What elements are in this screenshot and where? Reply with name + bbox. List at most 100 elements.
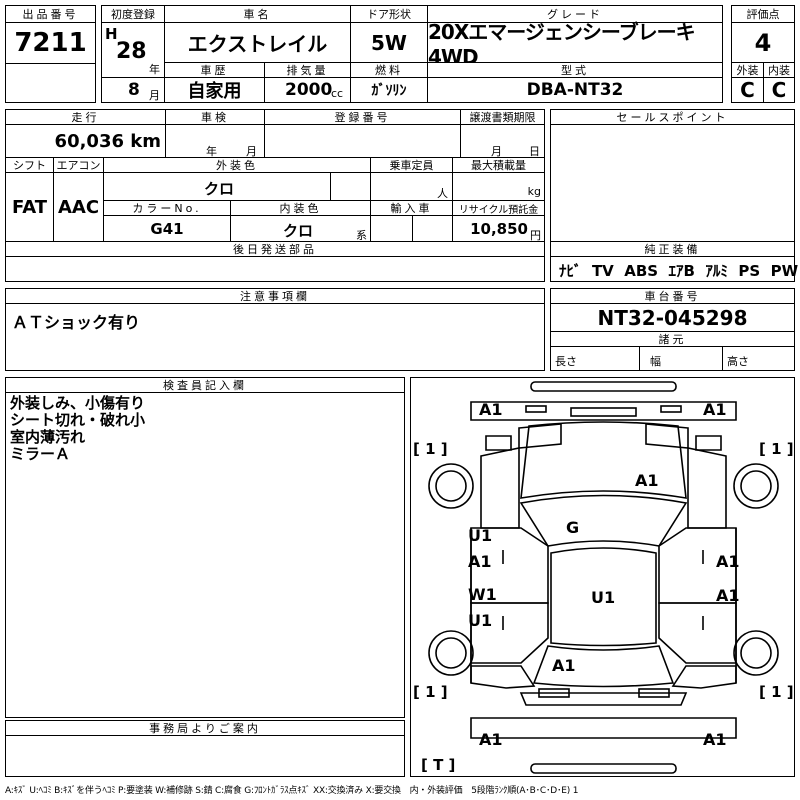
car-outline: [428, 381, 779, 774]
car-name: エクストレイル: [164, 22, 351, 63]
import-cell-a: [370, 215, 413, 242]
ext-color-extra: [330, 172, 371, 201]
office-label: 事務局よりご案内: [5, 720, 405, 736]
capacity-unit: 人: [437, 187, 448, 200]
mileage: 60,036 km: [54, 131, 161, 152]
genuine-equipment: ﾅﾋﾞ TV ABS ｴｱB ｱﾙﾐ PS PW: [559, 262, 799, 280]
damage-a1-rear-right: A1: [703, 730, 727, 749]
damage-a1-right-front: A1: [716, 552, 740, 571]
first-reg-month-unit: 月: [149, 89, 160, 102]
import-label: 輸入車: [370, 200, 453, 216]
registration-cell: [264, 124, 461, 158]
first-reg-month-cell: 8 月: [101, 77, 165, 103]
int-color-cell: クロ 系: [230, 215, 371, 242]
spec-width: 幅: [639, 346, 723, 371]
color-no-label: カラーNo.: [103, 200, 231, 216]
damage-u1-left-rear: U1: [468, 611, 493, 630]
inspection-month-unit: 月: [246, 145, 257, 158]
displacement-unit: cc: [331, 87, 344, 100]
caution-text: ＡＴショック有り: [12, 313, 141, 332]
bracket-tire: [ T ]: [421, 756, 456, 774]
chassis-label: 車台番号: [550, 288, 795, 304]
inspector-label: 検査員記入欄: [5, 377, 405, 393]
displacement: 2000: [285, 80, 333, 100]
bracket-front-right: [ 1 ]: [759, 440, 794, 458]
damage-u1-roof: U1: [591, 588, 616, 607]
shift-label: シフト: [5, 157, 54, 173]
fuel: ｶﾞｿﾘﾝ: [350, 77, 428, 103]
doors: 5W: [350, 22, 428, 63]
inspector-line: 室内薄汚れ: [10, 428, 86, 446]
fuel-label: 燃料: [350, 62, 428, 78]
caution-area: ＡＴショック有り: [5, 303, 545, 371]
inspection-year-unit: 年: [206, 145, 217, 158]
damage-a1-front-right: A1: [703, 400, 727, 419]
aircon: AAC: [53, 172, 104, 242]
inspection-label: 車検: [165, 109, 265, 125]
max-load-label: 最大積載量: [452, 157, 545, 173]
bracket-rear-left: [ 1 ]: [413, 683, 448, 701]
first-reg-era: H: [105, 25, 118, 43]
doors-label: ドア形状: [350, 5, 428, 23]
score-ext-label: 外装: [731, 62, 764, 78]
specs-label: 諸元: [550, 331, 795, 347]
int-color: クロ: [283, 222, 314, 240]
genuine-label: 純正装備: [550, 241, 795, 257]
first-reg-label: 初度登録: [101, 5, 165, 23]
recycle-label: リサイクル預託金: [452, 200, 545, 216]
score-ext: C: [731, 77, 764, 103]
spec-length: 長さ: [550, 346, 640, 371]
score-int: C: [763, 77, 795, 103]
import-cell-b: [412, 215, 453, 242]
recycle-unit: 円: [530, 229, 541, 242]
inspector-line: シート切れ・破れ小: [10, 411, 146, 429]
spec-height: 高さ: [722, 346, 795, 371]
first-reg-year-unit: 年: [149, 63, 160, 76]
damage-a1-hood: A1: [635, 471, 659, 490]
transfer-label: 譲渡書類期限: [460, 109, 545, 125]
aircon-label: エアコン: [53, 157, 104, 173]
history: 自家用: [164, 77, 265, 103]
model: DBA-NT32: [427, 77, 723, 103]
max-load-cell: kg: [452, 172, 545, 201]
transfer-cell: 月 日: [460, 124, 545, 158]
inspector-notes: 外装しみ、小傷有り シート切れ・破れ小 室内薄汚れ ミラーＡ: [5, 392, 405, 718]
displacement-cell: 2000 cc: [264, 77, 351, 103]
bracket-rear-right: [ 1 ]: [759, 683, 794, 701]
sales-point-label: セールスポイント: [550, 109, 795, 125]
lot-empty: [5, 63, 96, 103]
spec-height-label: 高さ: [727, 355, 749, 368]
lot-label: 出品番号: [5, 5, 96, 23]
first-reg-year-cell: H 28 年: [101, 22, 165, 78]
score-int-label: 内装: [763, 62, 795, 78]
damage-a1-left-front: A1: [468, 552, 492, 571]
registration-label: 登録番号: [264, 109, 461, 125]
inspection-cell: 年 月: [165, 124, 265, 158]
damage-a1-rear: A1: [552, 656, 576, 675]
shift: FAT: [5, 172, 54, 242]
history-label: 車歴: [164, 62, 265, 78]
chassis-number: NT32-045298: [550, 303, 795, 332]
office-area: [5, 735, 405, 777]
bracket-front-left: [ 1 ]: [413, 440, 448, 458]
capacity-cell: 人: [370, 172, 453, 201]
damage-a1-right-rear: A1: [716, 586, 740, 605]
spec-length-label: 長さ: [555, 355, 577, 368]
legend: A:ｷｽﾞ U:ﾍｺﾐ B:ｷｽﾞを伴うﾍｺﾐ P:要塗装 W:補修跡 S:錆 …: [5, 786, 579, 796]
caution-label: 注意事項欄: [5, 288, 545, 304]
damage-a1-front-left: A1: [479, 400, 503, 419]
inspector-line: ミラーＡ: [10, 445, 71, 463]
color-no: G41: [103, 215, 231, 242]
genuine-cell: ﾅﾋﾞ TV ABS ｴｱB ｱﾙﾐ PS PW: [550, 256, 799, 282]
recycle-cell: 10,850 円: [452, 215, 545, 242]
damage-a1-rear-left: A1: [479, 730, 503, 749]
later-parts-area: [5, 256, 545, 282]
transfer-day-unit: 日: [529, 145, 540, 158]
score-label: 評価点: [731, 5, 795, 23]
mileage-cell: 60,036 km: [5, 124, 166, 158]
car-name-label: 車名: [164, 5, 351, 23]
ext-color: クロ: [204, 180, 235, 198]
transfer-month-unit: 月: [491, 145, 502, 158]
capacity-label: 乗車定員: [370, 157, 453, 173]
max-load-unit: kg: [527, 185, 541, 198]
